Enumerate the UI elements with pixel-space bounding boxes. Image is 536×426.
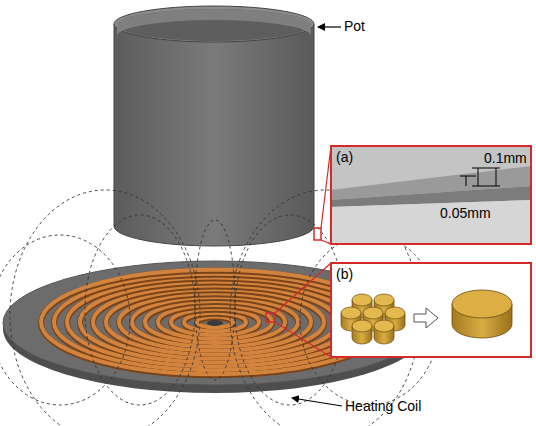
inset-background <box>330 262 532 358</box>
coil-pointer <box>292 398 342 406</box>
pot-body <box>114 24 314 246</box>
layer-top <box>330 145 532 245</box>
inset-box: (b) <box>330 262 532 358</box>
coil-center <box>207 320 223 326</box>
strand-top <box>341 307 361 319</box>
strand-top <box>374 320 394 332</box>
coil-winding <box>132 297 298 347</box>
leader-line <box>275 322 331 357</box>
coil-winding-shadow <box>145 302 285 344</box>
leader-line <box>275 263 331 313</box>
coil-winding <box>145 301 285 343</box>
pot-pointer <box>318 26 341 27</box>
coil-winding <box>171 309 259 335</box>
coil-winding-shadow <box>171 310 259 336</box>
coil-winding-shadow <box>184 314 246 333</box>
hollow-arrow <box>414 308 438 328</box>
strand-top <box>374 294 394 306</box>
coil-winding-shadow <box>54 275 376 372</box>
coil-winding <box>197 317 233 328</box>
field-line <box>235 215 345 405</box>
dimension-tick <box>460 176 476 177</box>
coil-winding-shadow <box>132 298 298 348</box>
dimension: 0.05mm <box>440 205 491 221</box>
coil-winding-shadow <box>67 279 363 368</box>
coil-winding-shadow <box>158 306 272 340</box>
pot-interior <box>117 9 311 41</box>
conductor-top <box>452 290 512 318</box>
strand-top <box>352 294 372 306</box>
coil-winding <box>119 293 311 351</box>
dimension-line <box>466 176 467 186</box>
strand-top <box>385 307 405 319</box>
pot-inner-wall <box>117 9 311 36</box>
coil-winding-shadow <box>119 294 311 352</box>
field-line <box>85 215 195 405</box>
strand-top <box>352 320 372 332</box>
coil-winding <box>184 313 246 332</box>
inset-label: (a) <box>336 149 353 165</box>
coil-winding <box>80 282 350 363</box>
dimension-line <box>478 168 479 186</box>
part-name: Heating Coil <box>345 398 421 414</box>
layer-bottom <box>330 200 532 245</box>
field-line <box>300 235 440 405</box>
coil-winding-shadow <box>197 318 233 329</box>
coil-winding-shadow <box>80 283 350 364</box>
strand-top <box>363 307 383 319</box>
coil-winding <box>67 278 363 367</box>
inset-label: (b) <box>336 266 353 282</box>
field-line <box>0 235 130 405</box>
field-line <box>195 220 235 380</box>
detail-marker <box>314 228 321 240</box>
coil-winding <box>54 274 376 371</box>
coil-winding <box>158 305 272 339</box>
pot-rim <box>114 6 314 42</box>
field-line <box>10 190 200 426</box>
dimension: 0.1mm <box>484 150 527 166</box>
part-name: Pot <box>344 18 365 34</box>
dimension-line <box>496 168 497 186</box>
coil-winding-shadow <box>106 290 324 355</box>
detail-marker <box>266 313 275 322</box>
